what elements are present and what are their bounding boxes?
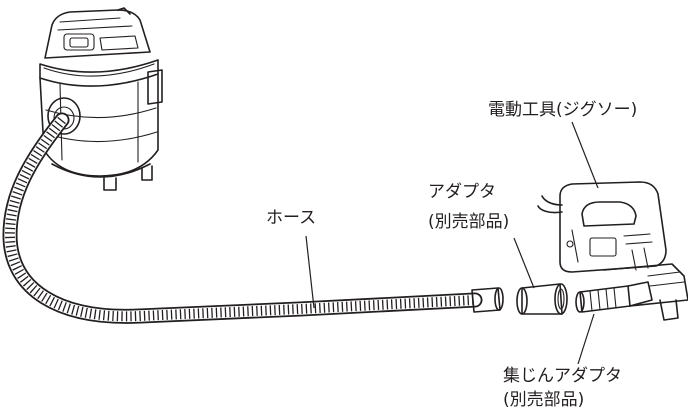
adapter bbox=[516, 283, 568, 315]
leader-hose bbox=[305, 235, 315, 309]
label-dust-adapter-line2: (別売部品) bbox=[503, 390, 585, 410]
label-adapter-line1: アダプタ bbox=[428, 182, 496, 202]
leader-dust-adapter bbox=[577, 313, 595, 365]
dust-extractor bbox=[39, 7, 163, 191]
jigsaw bbox=[537, 181, 688, 321]
label-adapter-line2: (別売部品) bbox=[428, 212, 510, 232]
leader-adapter bbox=[513, 237, 535, 289]
label-power-tool: 電動工具(ジグソー) bbox=[488, 100, 638, 120]
label-hose: ホース bbox=[266, 208, 317, 228]
dust-extraction-adapter bbox=[575, 281, 653, 313]
hose bbox=[2, 112, 504, 324]
leader-power-tool bbox=[571, 121, 599, 189]
label-dust-adapter-line1: 集じんアダプタ bbox=[503, 366, 622, 386]
